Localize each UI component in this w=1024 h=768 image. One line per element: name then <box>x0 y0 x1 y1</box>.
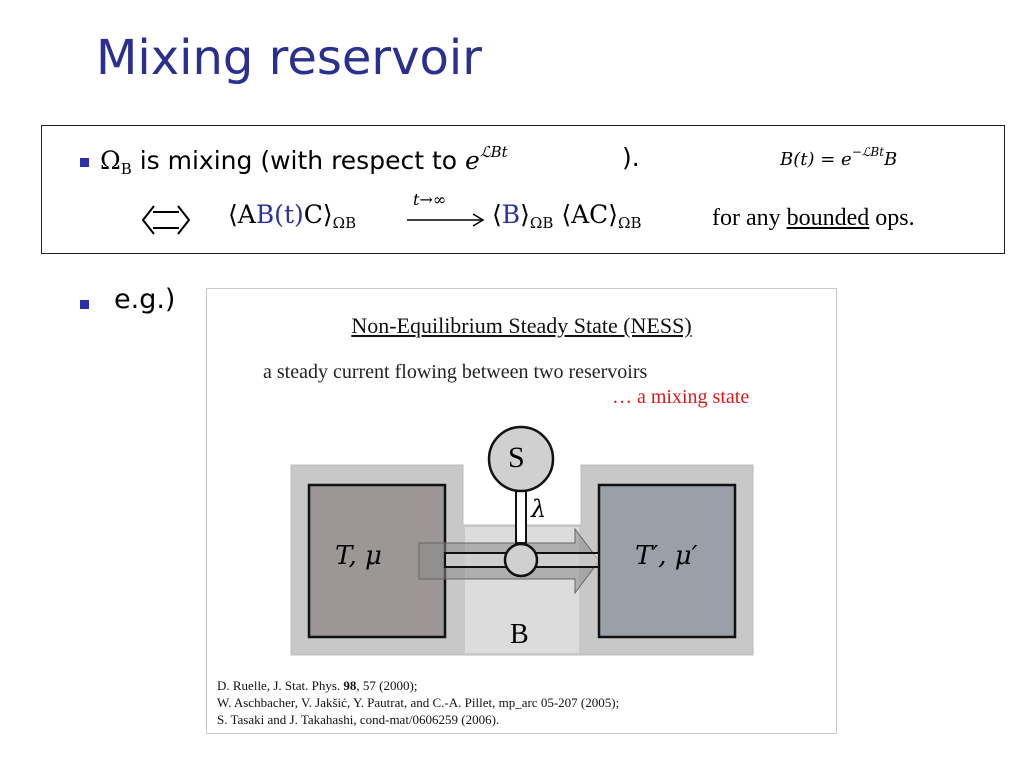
limit-arrow-icon <box>407 213 485 227</box>
figure-title: Non-Equilibrium Steady State (NESS) <box>351 313 692 338</box>
omega-symbol: Ω <box>100 146 121 175</box>
bt-formula-tail: B <box>884 149 898 170</box>
right-reservoir-label: T′, μ′ <box>635 541 698 571</box>
bullet-square-icon <box>80 158 89 167</box>
corr-left-blue: B(t) <box>255 200 304 229</box>
corr-right-open: ⟨ <box>492 200 502 229</box>
bounded-underlined: bounded <box>786 205 870 231</box>
bt-formula: B(t) = e−ℒBtB <box>780 145 897 170</box>
corr-right-mid: ⟩ <box>520 200 530 229</box>
mixing-text: is mixing (with respect to <box>139 146 458 175</box>
corr-left-close: C⟩ <box>303 200 333 229</box>
iff-arrow-icon <box>141 205 191 235</box>
system-circle <box>487 425 555 493</box>
omega-subscript: B <box>120 160 132 178</box>
right-reservoir <box>597 483 737 639</box>
ness-diagram <box>290 425 754 656</box>
correlation-left: ⟨AB(t)C⟩ΩB <box>228 200 356 232</box>
exp-superscript: ℒBt <box>479 143 508 161</box>
reference-item: W. Aschbacher, V. Jakšić, Y. Pautrat, an… <box>217 695 620 710</box>
example-label: e.g.) <box>114 284 176 315</box>
coupling-node <box>503 542 539 578</box>
corr-right-ac: ⟨AC⟩ <box>561 200 619 229</box>
for-any-prefix: for any <box>712 205 781 231</box>
for-any-bounded: for any bounded ops. <box>712 205 915 232</box>
reference-item: D. Ruelle, J. Stat. Phys. 98, 57 (2000); <box>217 678 418 693</box>
left-reservoir-label: T, μ <box>335 541 382 571</box>
coupling-label: λ <box>531 495 547 523</box>
references: D. Ruelle, J. Stat. Phys. 98, 57 (2000);… <box>217 677 619 728</box>
correlation-right: ⟨B⟩ΩB ⟨AC⟩ΩB <box>492 200 642 232</box>
close-paren: ). <box>622 143 640 172</box>
corr-right-blue: B <box>501 200 521 229</box>
corr-right-sub-2: ΩB <box>618 214 642 232</box>
mixing-state-note: … a mixing state <box>612 386 750 408</box>
corr-right-sub-1: ΩB <box>529 214 554 232</box>
definition-box <box>41 125 1005 254</box>
slide-title: Mixing reservoir <box>96 30 482 86</box>
for-any-suffix: ops. <box>875 205 915 231</box>
bath-label: B <box>510 619 529 650</box>
mixing-statement: ΩB is mixing (with respect to eℒBt <box>100 143 508 178</box>
bullet-square-icon <box>80 300 89 309</box>
exp-base: e <box>465 146 480 175</box>
figure-subtitle: a steady current flowing between two res… <box>263 361 648 383</box>
bt-formula-sup: −ℒBt <box>851 145 885 159</box>
bt-formula-head: B(t) = e <box>780 149 852 170</box>
corr-left-sub: ΩB <box>332 214 357 232</box>
system-label: S <box>508 441 525 474</box>
corr-left-open: ⟨A <box>228 200 256 229</box>
reference-item: S. Tasaki and J. Takahashi, cond-mat/060… <box>217 712 500 727</box>
limit-label: t→∞ <box>413 190 447 209</box>
ness-figure: Non-Equilibrium Steady State (NESS) a st… <box>206 288 837 734</box>
